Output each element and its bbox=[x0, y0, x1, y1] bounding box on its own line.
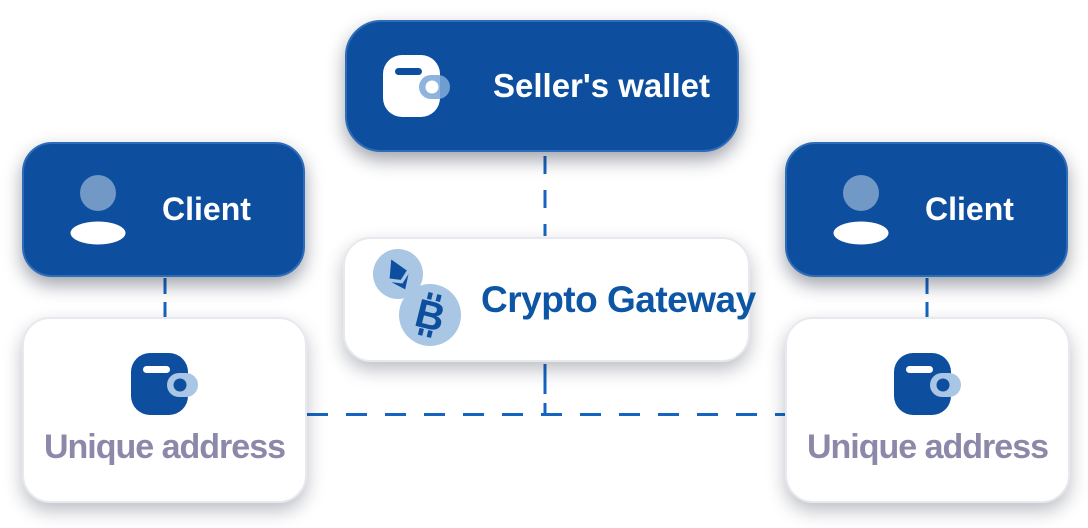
ethereum-coin-icon bbox=[373, 248, 423, 299]
person-icon bbox=[833, 174, 889, 244]
client-label: Client bbox=[162, 191, 251, 227]
crypto-gateway-node: B Crypto Gateway bbox=[343, 237, 756, 362]
unique-address-label: Unique address bbox=[806, 428, 1049, 466]
wallet-icon bbox=[130, 353, 198, 415]
crypto-gateway-label: Crypto Gateway bbox=[481, 278, 756, 320]
seller-wallet-label: Seller's wallet bbox=[493, 67, 710, 104]
client-label: Client bbox=[925, 191, 1014, 227]
unique-address-right-node: Unique address bbox=[785, 317, 1070, 503]
unique-address-left-node: Unique address bbox=[22, 317, 307, 503]
person-icon bbox=[70, 174, 126, 244]
wallet-icon bbox=[383, 55, 450, 117]
unique-address-label: Unique address bbox=[43, 428, 286, 466]
wallet-icon bbox=[893, 353, 961, 415]
bitcoin-coin-icon: B bbox=[399, 283, 461, 346]
crypto-coins-icon: B bbox=[373, 248, 461, 346]
seller-wallet-node: Seller's wallet bbox=[345, 20, 739, 152]
client-right-node: Client bbox=[785, 142, 1068, 277]
client-left-node: Client bbox=[22, 142, 305, 277]
